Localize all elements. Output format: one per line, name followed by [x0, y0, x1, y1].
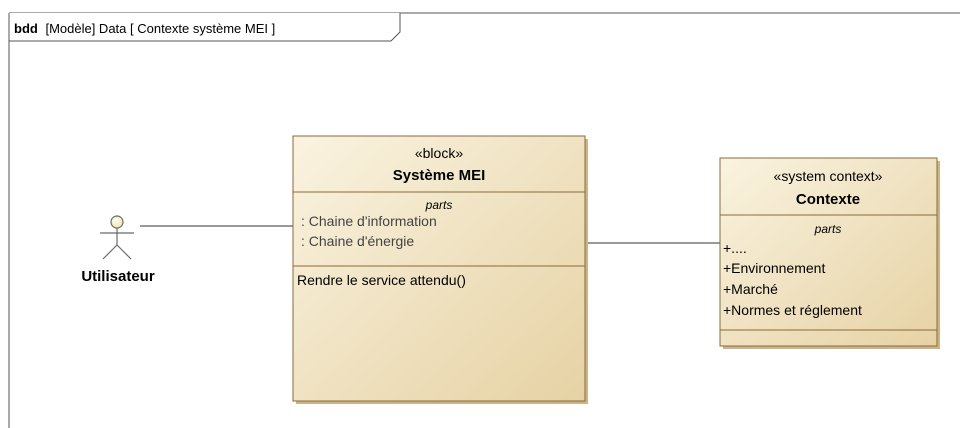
block-systeme-mei[interactable]: «block» Système MEI parts : Chaine d'inf… — [292, 135, 588, 404]
part-item: +Normes et réglement — [723, 302, 862, 318]
actor-name: Utilisateur — [81, 268, 155, 285]
block-body — [719, 157, 938, 347]
block-body — [292, 135, 586, 402]
frame-keyword: bdd — [14, 21, 38, 36]
diagram-frame: bdd [Modèle] Data [ Contexte système MEI… — [8, 12, 960, 428]
block-name: Système MEI — [393, 167, 486, 184]
block-name: Contexte — [796, 191, 860, 208]
block-stereotype: «block» — [415, 145, 463, 161]
actor-utilisateur[interactable]: Utilisateur — [81, 215, 155, 285]
part-item: : Chaine d'information — [301, 213, 437, 229]
part-item: +.... — [723, 240, 747, 256]
stick-figure-icon — [100, 215, 134, 260]
part-item: +Marché — [723, 281, 778, 297]
operation-item: Rendre le service attendu() — [297, 272, 466, 288]
part-item: : Chaine d'énergie — [301, 233, 414, 249]
part-item: +Environnement — [723, 260, 825, 276]
block-contexte[interactable]: «system context» Contexte parts +.... +E… — [719, 157, 940, 349]
frame-header-text: bdd [Modèle] Data [ Contexte système MEI… — [14, 21, 275, 36]
frame-header-tab — [8, 13, 401, 42]
parts-compartment-title: parts — [425, 198, 453, 212]
connectors — [140, 225, 720, 244]
frame-label: [Modèle] Data [ Contexte système MEI ] — [45, 21, 275, 36]
parts-compartment-title: parts — [814, 222, 842, 236]
block-stereotype: «system context» — [774, 168, 883, 184]
